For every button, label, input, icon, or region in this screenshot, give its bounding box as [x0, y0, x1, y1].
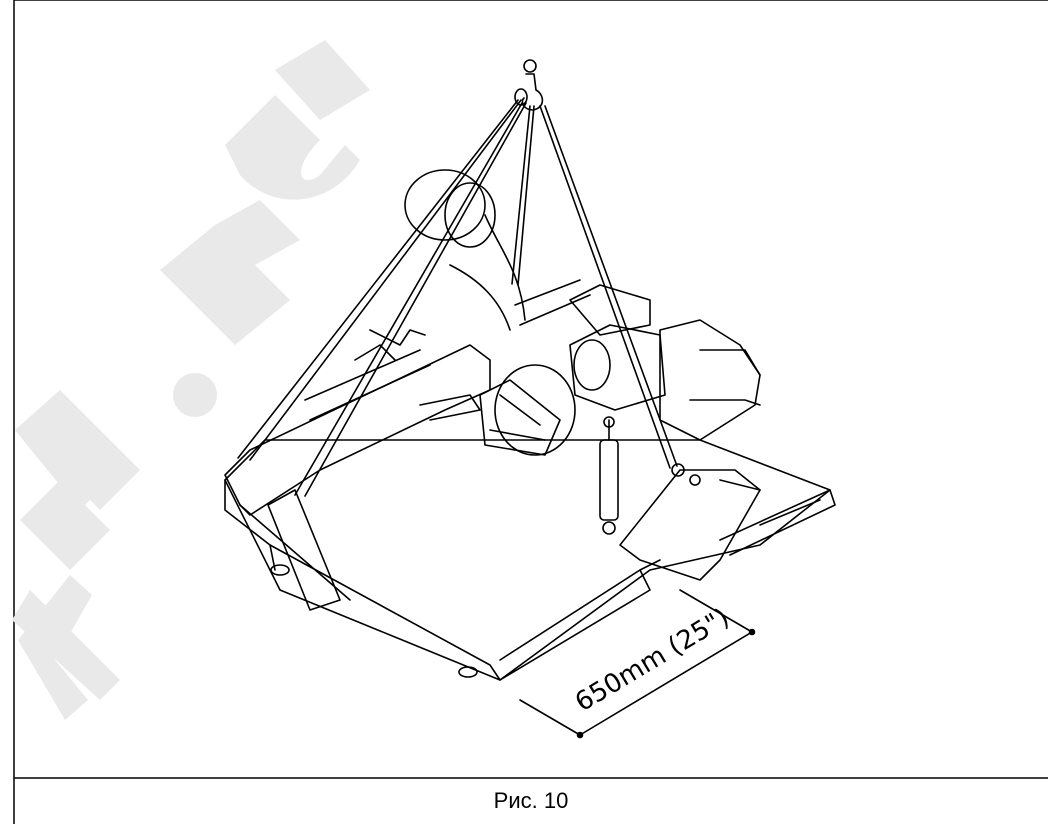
figure-caption: Рис. 10 — [493, 788, 569, 813]
cone-holder — [419, 364, 576, 456]
winding-drum — [354, 169, 526, 361]
roller — [304, 279, 591, 421]
right-side-bracket — [619, 463, 761, 581]
gas-spring — [599, 416, 619, 535]
lifting-slings — [237, 99, 678, 497]
dimension-line — [519, 589, 756, 739]
base-plate — [224, 439, 836, 681]
machine-drawing: 650mm (25") — [224, 59, 836, 739]
dimension-label: 650mm (25") — [570, 603, 734, 718]
motor — [569, 284, 761, 441]
